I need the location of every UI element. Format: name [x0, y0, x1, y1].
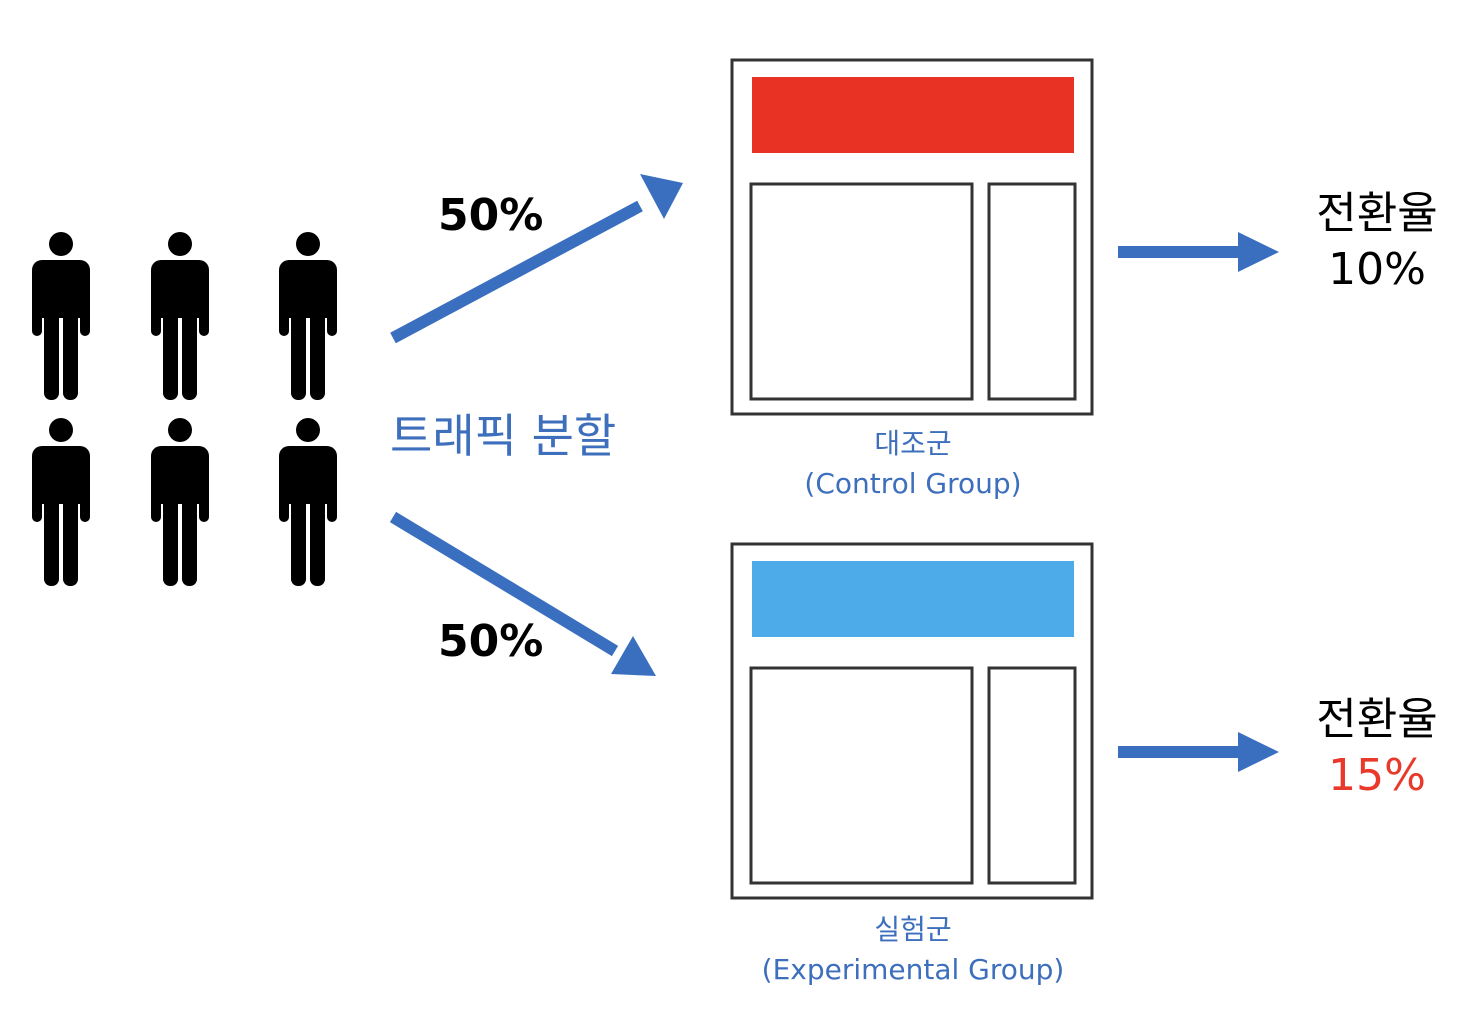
experimental-group-caption: 실험군 (Experimental Group): [712, 910, 1114, 990]
person-icon: [151, 418, 209, 586]
control-conversion-rate: 전환율 10%: [1297, 186, 1457, 298]
experimental-rate-label: 전환율: [1316, 694, 1438, 745]
experimental-header-bar: [752, 561, 1074, 637]
control-group-caption: 대조군 (Control Group): [732, 424, 1094, 504]
experimental-conversion-rate: 전환율 15%: [1297, 692, 1457, 804]
traffic-split-label: 트래픽 분할: [390, 409, 617, 463]
person-icon: [279, 232, 337, 400]
result-arrow-control: [1118, 232, 1279, 272]
users-group: [32, 232, 337, 586]
split-arrow-top: [390, 174, 683, 344]
experimental-rate-value: 15%: [1328, 750, 1426, 801]
person-icon: [32, 418, 90, 586]
split-arrow-bottom: [389, 511, 656, 676]
control-group-name-ko: 대조군: [874, 427, 952, 460]
top-split-percent: 50%: [438, 190, 544, 241]
control-group-name-en: (Control Group): [804, 467, 1022, 500]
person-icon: [151, 232, 209, 400]
experimental-group-name-ko: 실험군: [874, 913, 952, 946]
experimental-group-name-en: (Experimental Group): [761, 953, 1065, 986]
control-rate-label: 전환율: [1316, 188, 1438, 239]
bottom-split-percent: 50%: [438, 616, 544, 667]
person-icon: [279, 418, 337, 586]
control-rate-value: 10%: [1328, 244, 1426, 295]
result-arrow-experimental: [1118, 732, 1279, 772]
experimental-page-mockup: [730, 542, 1094, 900]
person-icon: [32, 232, 90, 400]
control-header-bar: [752, 77, 1074, 153]
control-page-mockup: [730, 58, 1094, 416]
